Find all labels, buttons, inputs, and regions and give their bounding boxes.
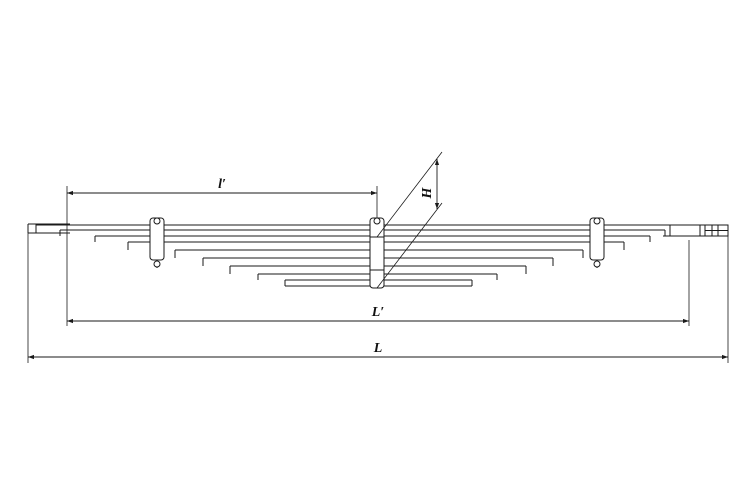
left-clamp <box>149 217 165 268</box>
label-total-length: L <box>373 341 383 356</box>
right-clamp <box>589 217 605 268</box>
dimension-total-length: L <box>28 341 728 360</box>
label-height: H <box>420 186 435 199</box>
spring-leaf <box>35 224 671 230</box>
dimension-height: H <box>376 151 443 289</box>
center-bolt <box>369 217 385 289</box>
dimension-arc-length: l′ <box>67 177 377 196</box>
label-arc-length: l′ <box>218 177 226 192</box>
spring-leaf-stack <box>35 224 671 287</box>
left-eye <box>27 223 70 234</box>
right-eye-bushing <box>663 224 729 237</box>
extension-lines <box>27 186 729 363</box>
label-eye-center-length: L′ <box>371 305 385 320</box>
dimension-eye-center-length: L′ <box>67 305 689 324</box>
